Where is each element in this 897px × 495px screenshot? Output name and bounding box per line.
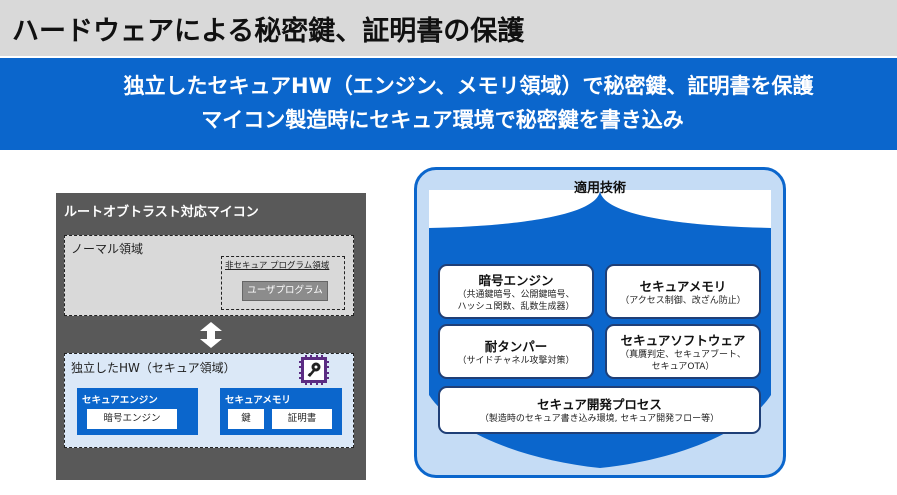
- secure-memory-box: セキュアメモリ （アクセス制御、改ざん防止）: [605, 264, 761, 319]
- normal-area: ノーマル領域 非セキュア プログラム領域 ユーザプログラム: [64, 235, 354, 316]
- secure-software-box: セキュアソフトウェア （真贋判定、セキュアブート、 セキュアOTA）: [605, 324, 761, 379]
- secure-memory-block: セキュアメモリ 鍵 証明書: [220, 388, 342, 435]
- secure-engine-block: セキュアエンジン 暗号エンジン: [77, 388, 198, 435]
- banner-line-1: 独立したセキュアHW（エンジン、メモリ領域）で秘密鍵、証明書を保護: [123, 74, 814, 98]
- secure-memory-label: セキュアメモリ: [225, 395, 291, 406]
- chip-key-icon: [299, 355, 329, 385]
- crypto-engine-desc-2: ハッシュ関数、乱数生成器）: [457, 302, 575, 312]
- secure-engine-label: セキュアエンジン: [82, 395, 158, 406]
- secure-dev-process-title: セキュア開発プロセス: [537, 397, 662, 412]
- root-of-trust-mcu-panel: ルートオブトラスト対応マイコン ノーマル領域 非セキュア プログラム領域 ユーザ…: [56, 193, 366, 480]
- secure-software-desc-1: （真贋判定、セキュアブート、: [620, 350, 746, 360]
- summary-banner: 独立したセキュアHW（エンジン、メモリ領域）で秘密鍵、証明書を保護 マイコン製造…: [0, 58, 897, 150]
- title-bar: ハードウェアによる秘密鍵、証明書の保護: [0, 0, 897, 56]
- applied-technologies-panel: 適用技術 暗号エンジン （共通鍵暗号、公開鍵暗号、 ハッシュ関数、乱数生成器） …: [414, 167, 786, 478]
- crypto-engine-chip: 暗号エンジン: [87, 409, 177, 429]
- secure-software-desc-2: セキュアOTA）: [651, 362, 715, 372]
- normal-area-label: ノーマル領域: [71, 242, 144, 256]
- banner-line-2: マイコン製造時にセキュア環境で秘密鍵を書き込み: [201, 108, 684, 132]
- anti-tamper-box: 耐タンパー （サイドチャネル攻撃対策）: [438, 324, 594, 379]
- nonsecure-program-area: 非セキュア プログラム領域 ユーザプログラム: [221, 256, 345, 310]
- secure-memory-title: セキュアメモリ: [639, 279, 727, 294]
- crypto-engine-desc-1: （共通鍵暗号、公開鍵暗号、: [457, 290, 575, 300]
- applied-technologies-title: 適用技術: [573, 181, 626, 196]
- crypto-engine-box: 暗号エンジン （共通鍵暗号、公開鍵暗号、 ハッシュ関数、乱数生成器）: [438, 264, 594, 319]
- secure-memory-desc: （アクセス制御、改ざん防止）: [620, 296, 746, 306]
- root-of-trust-title: ルートオブトラスト対応マイコン: [64, 205, 259, 220]
- crypto-engine-title: 暗号エンジン: [478, 273, 554, 288]
- secure-dev-process-box: セキュア開発プロセス （製造時のセキュア書き込み環境, セキュア開発フロー等）: [438, 386, 761, 434]
- certificate-chip: 証明書: [272, 409, 332, 429]
- nonsecure-program-area-label: 非セキュア プログラム領域: [225, 261, 330, 271]
- anti-tamper-title: 耐タンパー: [484, 339, 548, 354]
- secure-dev-process-desc: （製造時のセキュア書き込み環境, セキュア開発フロー等）: [479, 414, 720, 424]
- up-down-arrow-icon: [200, 322, 222, 348]
- key-chip: 鍵: [228, 409, 264, 429]
- secure-area-label: 独立したHW（セキュア領域）: [71, 361, 236, 375]
- user-program-block: ユーザプログラム: [242, 281, 328, 301]
- secure-software-title: セキュアソフトウェア: [620, 333, 746, 348]
- page-title: ハードウェアによる秘密鍵、証明書の保護: [12, 16, 525, 47]
- secure-area: 独立したHW（セキュア領域） セキュアエンジン 暗号エンジン セキュアメモリ 鍵…: [64, 353, 354, 448]
- anti-tamper-desc: （サイドチャネル攻撃対策）: [457, 356, 575, 366]
